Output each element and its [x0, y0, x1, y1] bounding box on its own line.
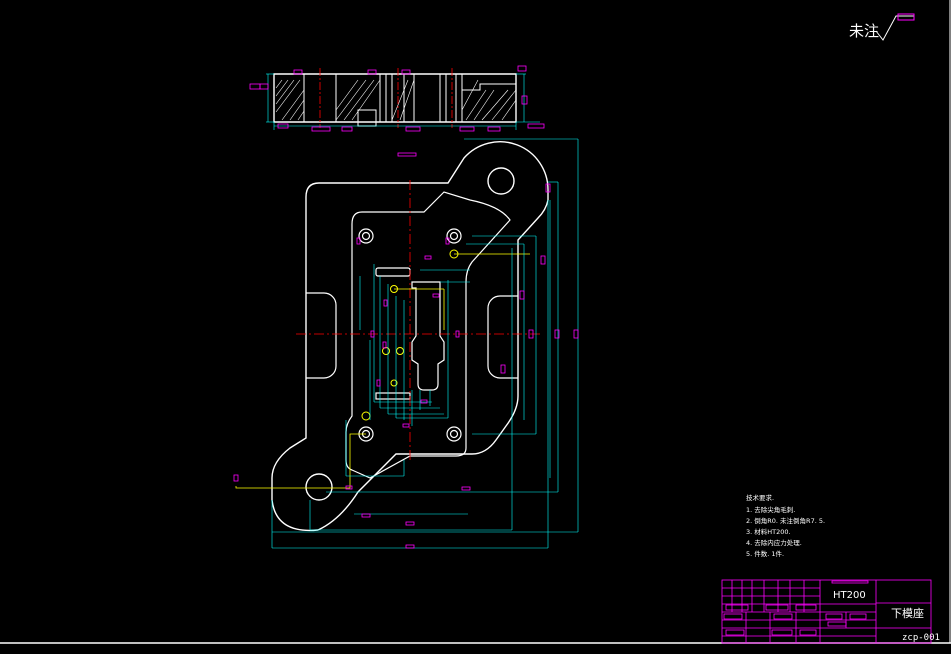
bolt-hole — [358, 228, 374, 244]
plate-inner-contour — [345, 191, 511, 479]
tech-req-item: 1. 去除尖角毛刺. — [746, 505, 795, 514]
tech-req-item: 5. 件数. 1件. — [746, 549, 784, 558]
bolt-hole — [446, 426, 462, 442]
die-opening-outline — [411, 281, 445, 391]
material-text: HT200 — [833, 590, 866, 601]
section-hatching — [275, 79, 517, 121]
surface-finish-note: 未注 — [849, 13, 915, 41]
technical-requirements: 技术要求. 1. 去除尖角毛刺. 2. 倒角R0. 未注倒角R7. 5. 3. … — [746, 493, 825, 558]
guide-hole-top-right — [487, 167, 515, 195]
tech-req-heading: 技术要求. — [746, 493, 774, 502]
annotation-markers — [233, 183, 579, 549]
guide-hole-bottom-left — [305, 473, 333, 501]
title-block: HT200 下模座 zcp-001 — [721, 579, 940, 644]
plate-outer-contour — [271, 141, 549, 532]
drawing-number-text: zcp-001 — [902, 633, 940, 643]
tech-req-item: 2. 倒角R0. 未注倒角R7. 5. — [746, 516, 825, 525]
corner-note-text: 未注 — [849, 22, 879, 40]
section-view — [249, 65, 545, 157]
tech-req-item: 4. 去除内应力处理. — [746, 538, 802, 547]
roughness-symbol-icon — [875, 15, 914, 41]
bolt-hole — [446, 228, 462, 244]
tech-req-item: 3. 材料HT200. — [746, 527, 791, 536]
dimension-lines — [271, 138, 579, 549]
centerlines — [296, 180, 540, 460]
part-name-text: 下模座 — [891, 606, 924, 620]
leader-lines — [235, 253, 530, 489]
plan-view — [233, 138, 579, 549]
section-outline — [273, 73, 517, 123]
